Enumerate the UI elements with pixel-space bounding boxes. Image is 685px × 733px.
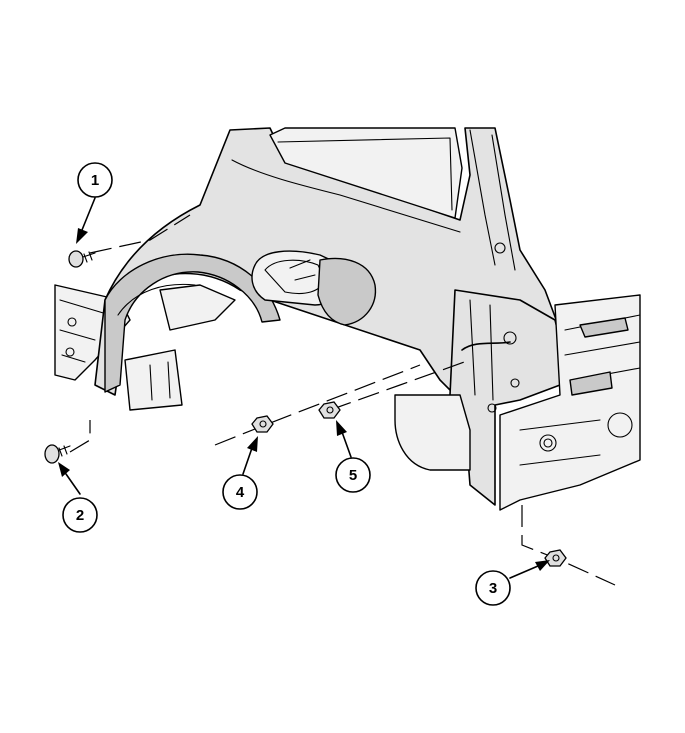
callout-4: 4 bbox=[222, 474, 258, 510]
callout-3-label: 3 bbox=[489, 580, 497, 597]
leader-lines bbox=[58, 197, 550, 579]
callout-3: 3 bbox=[475, 570, 511, 606]
fastener-3-nut bbox=[544, 549, 567, 567]
callout-5: 5 bbox=[335, 457, 371, 493]
fastener-5-nut bbox=[318, 401, 341, 419]
callout-1: 1 bbox=[77, 162, 113, 198]
callout-1-label: 1 bbox=[91, 172, 99, 189]
fastener-2-bolt bbox=[44, 444, 71, 464]
callout-4-label: 4 bbox=[236, 484, 245, 501]
rear-body-structure bbox=[394, 289, 566, 506]
fastener-1-bolt bbox=[68, 250, 96, 268]
callout-2-label: 2 bbox=[76, 507, 84, 524]
callout-5-label: 5 bbox=[349, 467, 357, 484]
fuel-filler-door bbox=[251, 250, 377, 326]
wheelhouse bbox=[104, 253, 281, 411]
centerlines bbox=[69, 214, 616, 586]
callout-2: 2 bbox=[62, 497, 98, 533]
fastener-4-nut bbox=[251, 415, 274, 433]
rear-frame-structure bbox=[499, 294, 641, 511]
